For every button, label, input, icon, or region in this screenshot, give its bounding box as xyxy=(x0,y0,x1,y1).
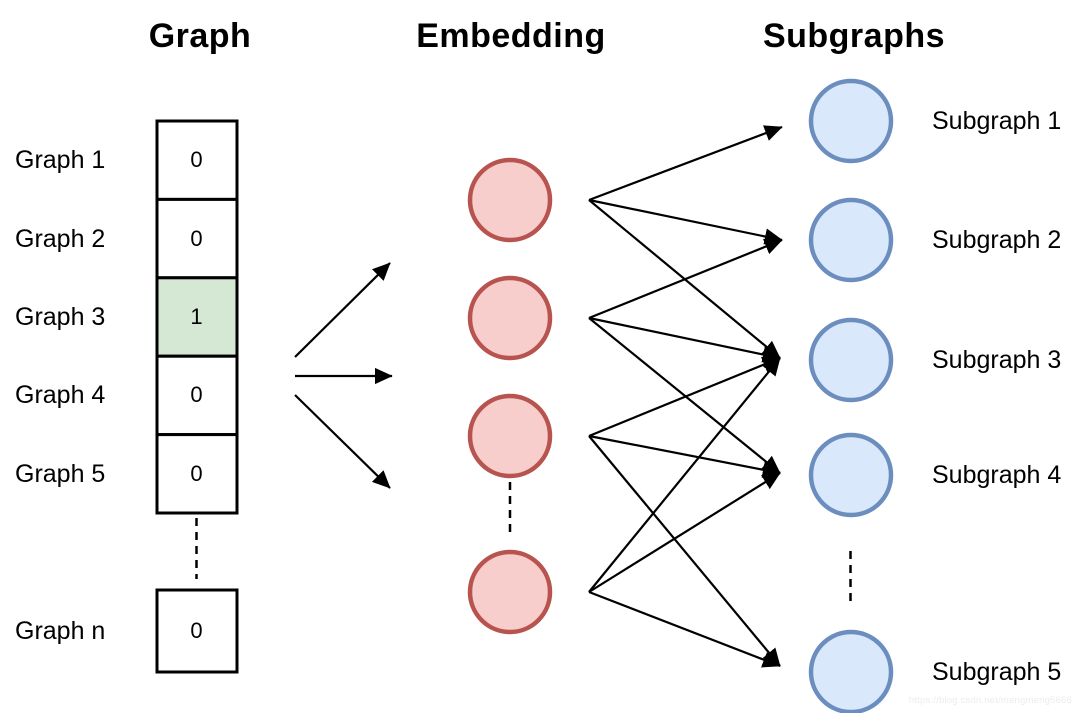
subgraph-nodes xyxy=(808,78,894,713)
vector-cell-n xyxy=(155,588,239,674)
watermark-text: https://blog.csdn.net/mengmeng5666 xyxy=(908,695,1072,706)
subgraph-label-3: Subgraph 3 xyxy=(932,346,1062,374)
vector-row-label-1: Graph 1 xyxy=(15,146,106,174)
vector-to-embedding-arrow-1 xyxy=(294,262,391,358)
vector-cell-value-2: 0 xyxy=(190,226,203,251)
edge-embedding3-subgraph3 xyxy=(588,356,781,438)
edge-embedding4-subgraph4 xyxy=(588,472,781,593)
subgraph-node-3 xyxy=(808,317,894,403)
vector-row-label-4: Graph 4 xyxy=(15,381,106,409)
embedding-node-2 xyxy=(467,275,553,361)
vector-cell-value-3: 1 xyxy=(190,304,203,329)
one-hot-vector xyxy=(155,119,239,674)
vector-row-label-2: Graph 2 xyxy=(15,225,106,253)
vector-row-label-5: Graph 5 xyxy=(15,460,106,488)
subgraph-label-1: Subgraph 1 xyxy=(932,107,1062,135)
subgraph-label-4: Subgraph 4 xyxy=(932,461,1062,489)
subgraph-label-2: Subgraph 2 xyxy=(932,226,1062,254)
subgraph-label-5: Subgraph 5 xyxy=(932,658,1062,686)
edges-layer xyxy=(294,125,783,668)
embedding-nodes xyxy=(467,157,553,635)
vector-cell-5 xyxy=(155,433,239,515)
subgraph-node-5 xyxy=(808,629,894,713)
edge-embedding1-subgraph2 xyxy=(588,198,783,245)
vector-row-label-n: Graph n xyxy=(15,617,106,645)
vector-cell-value-n: 0 xyxy=(190,618,203,643)
vector-cell-4 xyxy=(155,354,239,437)
embedding-node-1 xyxy=(467,157,553,243)
subgraph-node-4 xyxy=(808,432,894,518)
subgraph-node-1 xyxy=(808,78,894,164)
edge-embedding3-subgraph5 xyxy=(588,435,781,667)
embedding-column-title: Embedding xyxy=(416,17,606,55)
vector-to-embedding-arrow-3 xyxy=(294,394,391,489)
embedding-node-4 xyxy=(467,549,553,635)
edge-embedding4-subgraph3 xyxy=(588,357,781,593)
vector-row-label-3: Graph 3 xyxy=(15,303,106,331)
edge-embedding2-subgraph3 xyxy=(588,316,781,363)
graph-column-title: Graph xyxy=(148,17,252,55)
edge-embedding2-subgraph2 xyxy=(588,238,783,320)
vector-cell-value-1: 0 xyxy=(190,147,203,172)
edge-embedding3-subgraph4 xyxy=(588,434,781,478)
subgraphs-column-title: Subgraphs xyxy=(762,17,946,55)
edge-embedding1-subgraph1 xyxy=(588,125,783,202)
subgraph-node-2 xyxy=(808,197,894,283)
embedding-node-3 xyxy=(467,393,553,479)
vector-cell-value-4: 0 xyxy=(190,382,203,407)
edge-embedding2-subgraph4 xyxy=(588,317,781,474)
edge-embedding4-subgraph5 xyxy=(588,590,781,668)
vector-cell-value-5: 0 xyxy=(190,461,203,486)
